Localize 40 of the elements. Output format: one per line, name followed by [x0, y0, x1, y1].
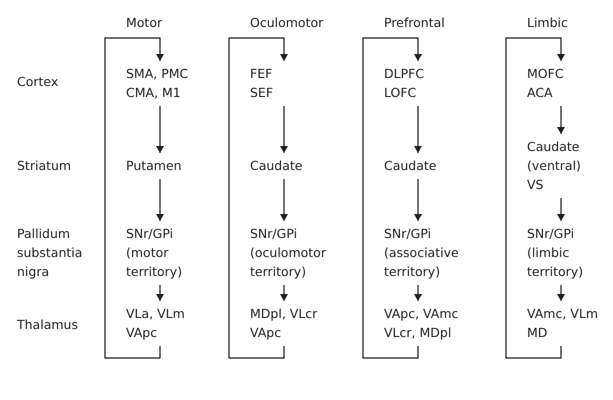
loop-arrow [505, 37, 565, 359]
row-label: Cortex [17, 73, 60, 91]
loop-arrow [228, 37, 288, 359]
row-label: Thalamus [17, 316, 79, 334]
region-text: SMA, PMC CMA, M1 [126, 65, 190, 102]
region-text: Caudate [384, 157, 438, 175]
row-label: Pallidum substantia nigra [17, 225, 84, 281]
region-text: SNr/GPi (motor territory) [126, 225, 184, 281]
loop-arrow [104, 37, 164, 359]
region-text: VApc, VAmc VLcr, MDpl [384, 305, 460, 342]
region-text: SNr/GPi (associative territory) [384, 225, 460, 281]
arrow [280, 179, 288, 221]
loop-arrow [362, 37, 422, 359]
arrow [156, 285, 164, 301]
region-text: VLa, VLm VApc [126, 305, 186, 342]
column-heading: Limbic [527, 14, 569, 32]
arrow [557, 106, 565, 134]
column-heading: Motor [126, 14, 164, 32]
row-label: Striatum [17, 157, 72, 175]
arrow [156, 179, 164, 221]
region-text: VAmc, VLm MD [527, 305, 599, 342]
region-text: DLPFC LOFC [384, 65, 426, 102]
region-text: MOFC ACA [527, 65, 565, 102]
region-text: FEF SEF [250, 65, 274, 102]
region-text: Caudate [250, 157, 304, 175]
arrow [156, 106, 164, 153]
arrow [414, 106, 422, 153]
column-heading: Oculomotor [250, 14, 324, 32]
arrow [557, 198, 565, 221]
region-text: Caudate (ventral) VS [527, 138, 582, 194]
column-heading: Prefrontal [384, 14, 446, 32]
region-text: MDpl, VLcr VApc [250, 305, 318, 342]
region-text: Putamen [126, 157, 181, 175]
region-text: SNr/GPi (limbic territory) [527, 225, 584, 281]
arrow [280, 285, 288, 301]
arrow [414, 179, 422, 221]
region-text: SNr/GPi (oculomotor territory) [250, 225, 327, 281]
arrow [280, 106, 288, 153]
arrow [414, 285, 422, 301]
arrow [557, 285, 565, 301]
